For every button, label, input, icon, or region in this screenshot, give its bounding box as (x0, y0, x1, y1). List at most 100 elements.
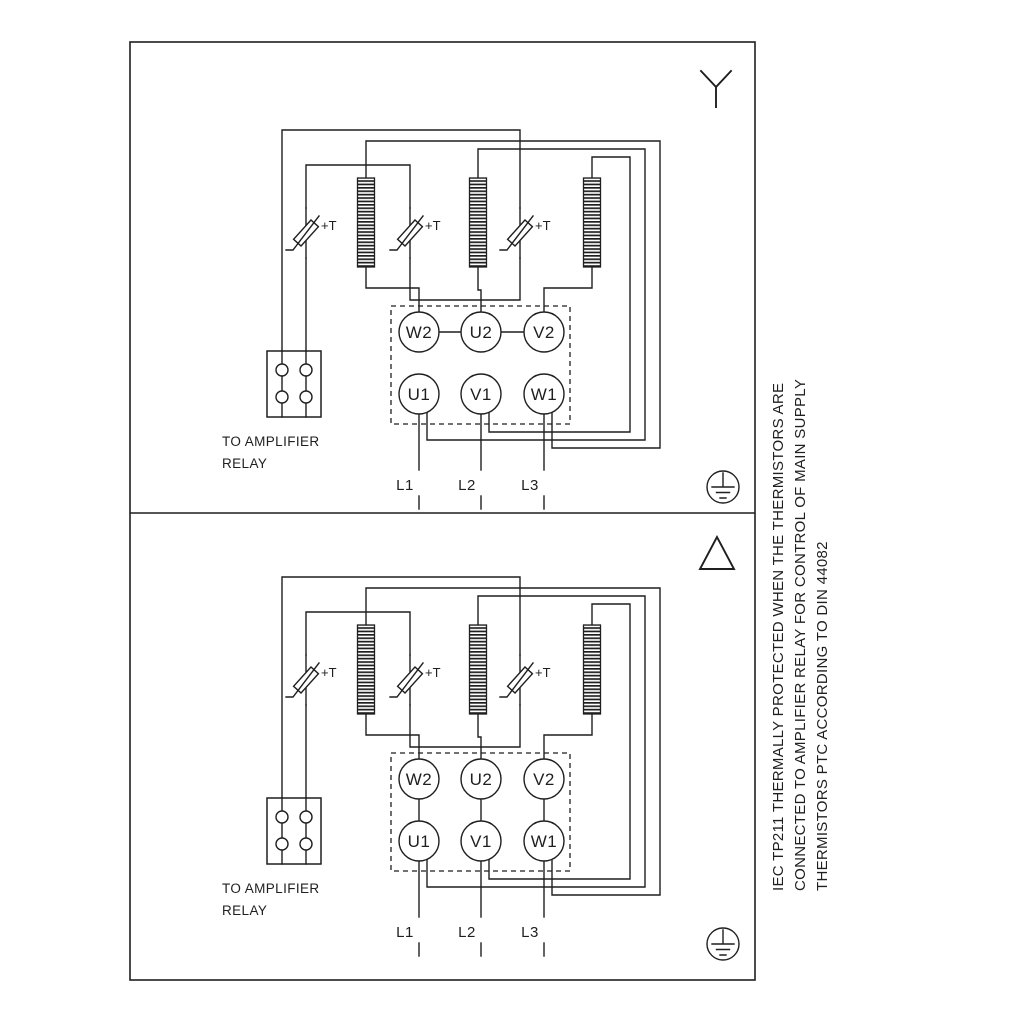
motor-winding-w (356, 624, 376, 715)
terminal-w1-label: W1 (531, 832, 558, 851)
thermistor-3: +T (499, 207, 551, 259)
diagram-border (129, 41, 756, 981)
earth-icon (706, 927, 740, 961)
wire-winding-v-to-v2 (543, 266, 593, 313)
thermistor-strike (285, 215, 320, 251)
wire-thermistor2-thermistor3 (409, 704, 521, 748)
amplifier-relay (266, 797, 322, 865)
motor-winding-w (356, 177, 376, 268)
wire-thermistor2-thermistor3 (409, 257, 521, 301)
side-note-line2: CONNECTED TO AMPLIFIER RELAY FOR CONTROL… (792, 379, 809, 891)
thermistor-label: +T (425, 665, 441, 680)
label-l1: L1 (396, 477, 414, 494)
wire-winding-v-to-v2 (543, 713, 593, 760)
delta-wiring-half: +T +T +T TO AMPLIFIER REL (222, 576, 661, 957)
wire-winding-w-to-w1 (365, 587, 661, 896)
relay-box (266, 350, 322, 418)
motor-winding-u (468, 177, 488, 268)
terminal-w1-label: W1 (531, 385, 558, 404)
amplifier-caption-line1: TO AMPLIFIER (222, 881, 320, 896)
relay-terminal (299, 810, 313, 824)
terminal-w2-label: W2 (406, 323, 433, 342)
relay-box (266, 797, 322, 865)
wire-winding-w-to-w2 (365, 713, 420, 760)
terminal-v2 (523, 311, 565, 353)
thermistor-label: +T (321, 218, 337, 233)
side-note-line3: THERMISTORS PTC ACCORDING TO DIN 44082 (814, 541, 831, 891)
terminal-board: W2 U2 V2 U1 V1 W1 (390, 305, 571, 425)
terminal-w1 (523, 820, 565, 862)
delta-connection-icon (698, 534, 736, 570)
wire-winding-u-to-u1 (426, 595, 646, 888)
relay-terminal (275, 363, 289, 377)
motor-winding-v (582, 177, 602, 268)
terminal-u1-label: U1 (408, 385, 431, 404)
thermistor-strike (499, 662, 534, 698)
earth-bars (711, 472, 735, 499)
label-l3: L3 (521, 477, 539, 494)
wire-thermistor1-thermistor2 (305, 164, 411, 209)
thermistor-label: +T (425, 218, 441, 233)
relay-terminal (299, 837, 313, 851)
wire-winding-u-to-u2 (477, 266, 482, 313)
label-l1: L1 (396, 924, 414, 941)
terminal-v2-label: V2 (533, 770, 555, 789)
terminal-u2 (460, 311, 502, 353)
thermistor-label: +T (535, 665, 551, 680)
terminal-u2-label: U2 (470, 770, 493, 789)
wire-winding-w-to-w1 (365, 140, 661, 449)
wire-thermistor1-thermistor2 (305, 611, 411, 656)
terminal-u2-label: U2 (470, 323, 493, 342)
wire-winding-u-to-u2 (477, 713, 482, 760)
relay-terminal (275, 390, 289, 404)
earth-icon (706, 470, 740, 504)
label-l2: L2 (458, 477, 476, 494)
thermistor-2: +T (389, 207, 441, 259)
terminal-w2 (398, 758, 440, 800)
thermistor-1: +T (285, 654, 337, 706)
terminal-w2 (398, 311, 440, 353)
terminal-v1 (460, 820, 502, 862)
thermistor-strike (499, 215, 534, 251)
terminal-u1 (398, 820, 440, 862)
wire-winding-v-to-v1 (488, 156, 631, 433)
wire-winding-v-to-v1 (488, 603, 631, 880)
relay-terminal (299, 363, 313, 377)
terminal-board: W2 U2 V2 U1 V1 W1 (390, 752, 571, 872)
side-note-line1: IEC TP211 THERMALLY PROTECTED WHEN THE T… (770, 383, 787, 891)
wire-relay-loop (281, 129, 521, 352)
amplifier-caption-line2: RELAY (222, 903, 267, 918)
side-note: IEC TP211 THERMALLY PROTECTED WHEN THE T… (770, 379, 831, 891)
amplifier-caption-line2: RELAY (222, 456, 267, 471)
wire-winding-u-to-u1 (426, 148, 646, 441)
label-l2: L2 (458, 924, 476, 941)
terminal-v1 (460, 373, 502, 415)
relay-terminal (275, 837, 289, 851)
wire-relay-loop (281, 576, 521, 799)
thermistor-label: +T (535, 218, 551, 233)
thermistor-strike (389, 662, 424, 698)
thermistor-strike (285, 662, 320, 698)
thermistor-3: +T (499, 654, 551, 706)
terminal-v2 (523, 758, 565, 800)
amplifier-caption-line1: TO AMPLIFIER (222, 434, 320, 449)
thermistor-strike (389, 215, 424, 251)
wire-winding-w-to-w2 (365, 266, 420, 313)
terminal-v1-label: V1 (470, 832, 492, 851)
motor-winding-v (582, 624, 602, 715)
star-connection-icon (699, 69, 733, 108)
terminal-u1-label: U1 (408, 832, 431, 851)
thermistor-2: +T (389, 654, 441, 706)
star-wiring-half: +T +T +T TO AMPLIFIER REL (222, 129, 661, 510)
relay-terminal (299, 390, 313, 404)
terminal-v1-label: V1 (470, 385, 492, 404)
motor-winding-u (468, 624, 488, 715)
terminal-u1 (398, 373, 440, 415)
terminal-board-outline (390, 305, 571, 425)
terminal-board-outline (390, 752, 571, 872)
terminal-w2-label: W2 (406, 770, 433, 789)
terminal-u2 (460, 758, 502, 800)
relay-terminal (275, 810, 289, 824)
label-l3: L3 (521, 924, 539, 941)
